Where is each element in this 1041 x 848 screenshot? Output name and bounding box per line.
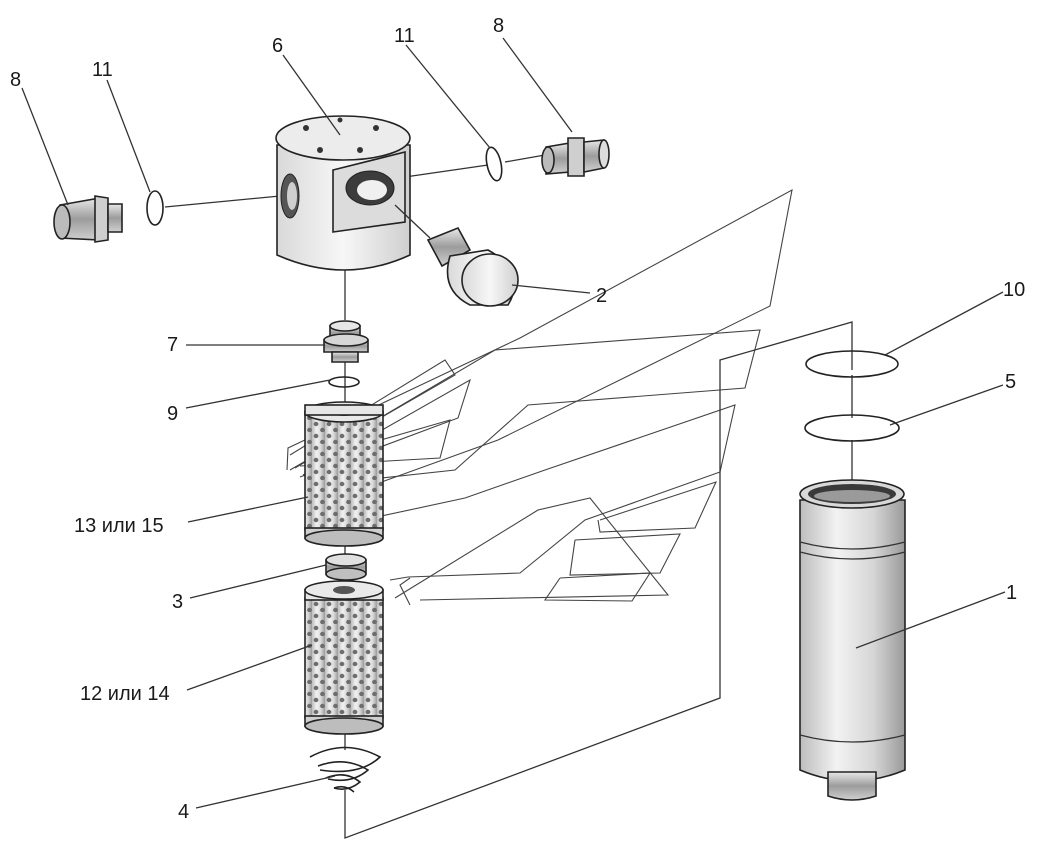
label-part-9: 9 [167, 403, 178, 425]
ring-5 [804, 414, 900, 442]
nipple [323, 320, 369, 363]
label-part-5: 5 [1005, 371, 1016, 393]
label-part-1: 1 [1006, 582, 1017, 604]
bypass-valve [394, 204, 519, 307]
seal-ring-right [485, 146, 503, 182]
label-part-8-right: 8 [493, 15, 504, 37]
seal-ring-left [146, 190, 164, 226]
spring [309, 746, 382, 793]
connector-3 [325, 553, 367, 581]
filter-housing [799, 479, 906, 801]
label-part-3: 3 [172, 591, 183, 613]
label-part-13-or-15: 13 или 15 [74, 515, 164, 537]
leader-lines [21, 37, 1006, 809]
filter-element-top [304, 401, 384, 547]
label-part-11-left: 11 [92, 59, 113, 81]
ring-10 [805, 350, 899, 378]
label-part-7: 7 [167, 334, 178, 356]
label-part-2: 2 [596, 285, 607, 307]
label-part-6: 6 [272, 35, 283, 57]
label-part-4: 4 [178, 801, 189, 823]
o-ring-9 [328, 376, 360, 388]
part-labels: 8 11 6 11 8 2 10 5 7 9 13 или 15 3 12 ил… [10, 15, 1025, 823]
label-part-10: 10 [1003, 279, 1025, 301]
label-part-8-left: 8 [10, 69, 21, 91]
filter-head-body [275, 115, 411, 271]
filter-element-bottom [304, 580, 384, 735]
label-part-11-right: 11 [394, 25, 415, 47]
fitting-left [53, 195, 123, 243]
label-part-12-or-14: 12 или 14 [80, 683, 170, 705]
connection-lines [164, 154, 853, 839]
fitting-right [541, 137, 610, 177]
